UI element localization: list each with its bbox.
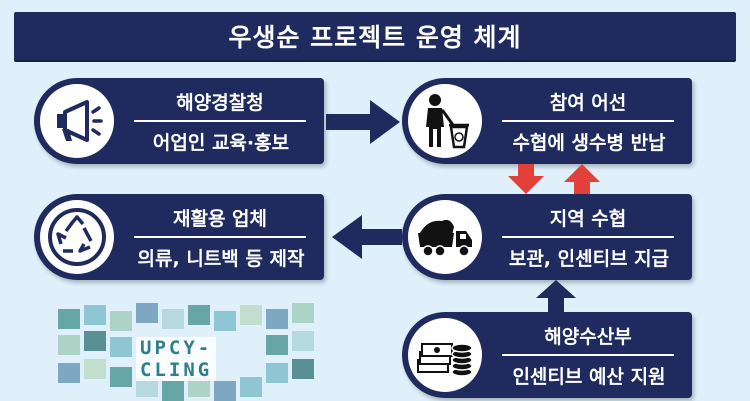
node-vessels-title: 참여 어선 [549,91,627,114]
node-ministry: 해양수산부 인센티브 예산 지원 [402,312,692,398]
node-ministry-role: 인센티브 예산 지원 [512,365,666,388]
node-suhyup: 지역 수협 보관, 인센티브 지급 [402,194,692,280]
node-coast-guard: 해양경찰청 어업인 교육·홍보 [34,78,324,164]
node-divider [502,120,674,122]
arrow-coastguard-to-vessels [326,100,400,144]
node-divider [502,354,674,356]
node-recycler-title: 재활용 업체 [172,207,267,230]
recycle-icon [40,200,114,274]
diagram-title: 우생순 프로젝트 운영 체계 [14,12,736,60]
node-vessels: 참여 어선 수협에 생수병 반납 [402,78,692,164]
upcycling-collage: UPCY- CLING [54,303,326,401]
node-suhyup-role: 보관, 인센티브 지급 [508,247,670,270]
node-recycler-role: 의류, 니트백 등 제작 [137,247,305,270]
arrow-vessels-to-suhyup [508,164,544,194]
megaphone-icon [40,84,114,158]
node-divider [134,120,306,122]
arrow-ministry-to-suhyup [536,280,576,314]
dump-truck-icon [408,200,482,274]
node-coast-guard-title: 해양경찰청 [176,91,264,114]
money-stack-icon [408,318,482,392]
node-coast-guard-role: 어업인 교육·홍보 [152,131,290,154]
node-ministry-title: 해양수산부 [544,325,632,348]
node-suhyup-title: 지역 수협 [549,207,627,230]
node-recycler: 재활용 업체 의류, 니트백 등 제작 [34,194,324,280]
arrow-suhyup-to-recycler [332,215,402,259]
trash-can-icon [408,84,482,158]
arrow-suhyup-to-vessels [564,164,600,194]
node-vessels-role: 수협에 생수병 반납 [512,131,666,154]
upcycling-word-line1: UPCY- [136,337,217,359]
node-divider [134,236,306,238]
node-divider [502,236,674,238]
upcycling-word-line2: CLING [136,359,217,381]
